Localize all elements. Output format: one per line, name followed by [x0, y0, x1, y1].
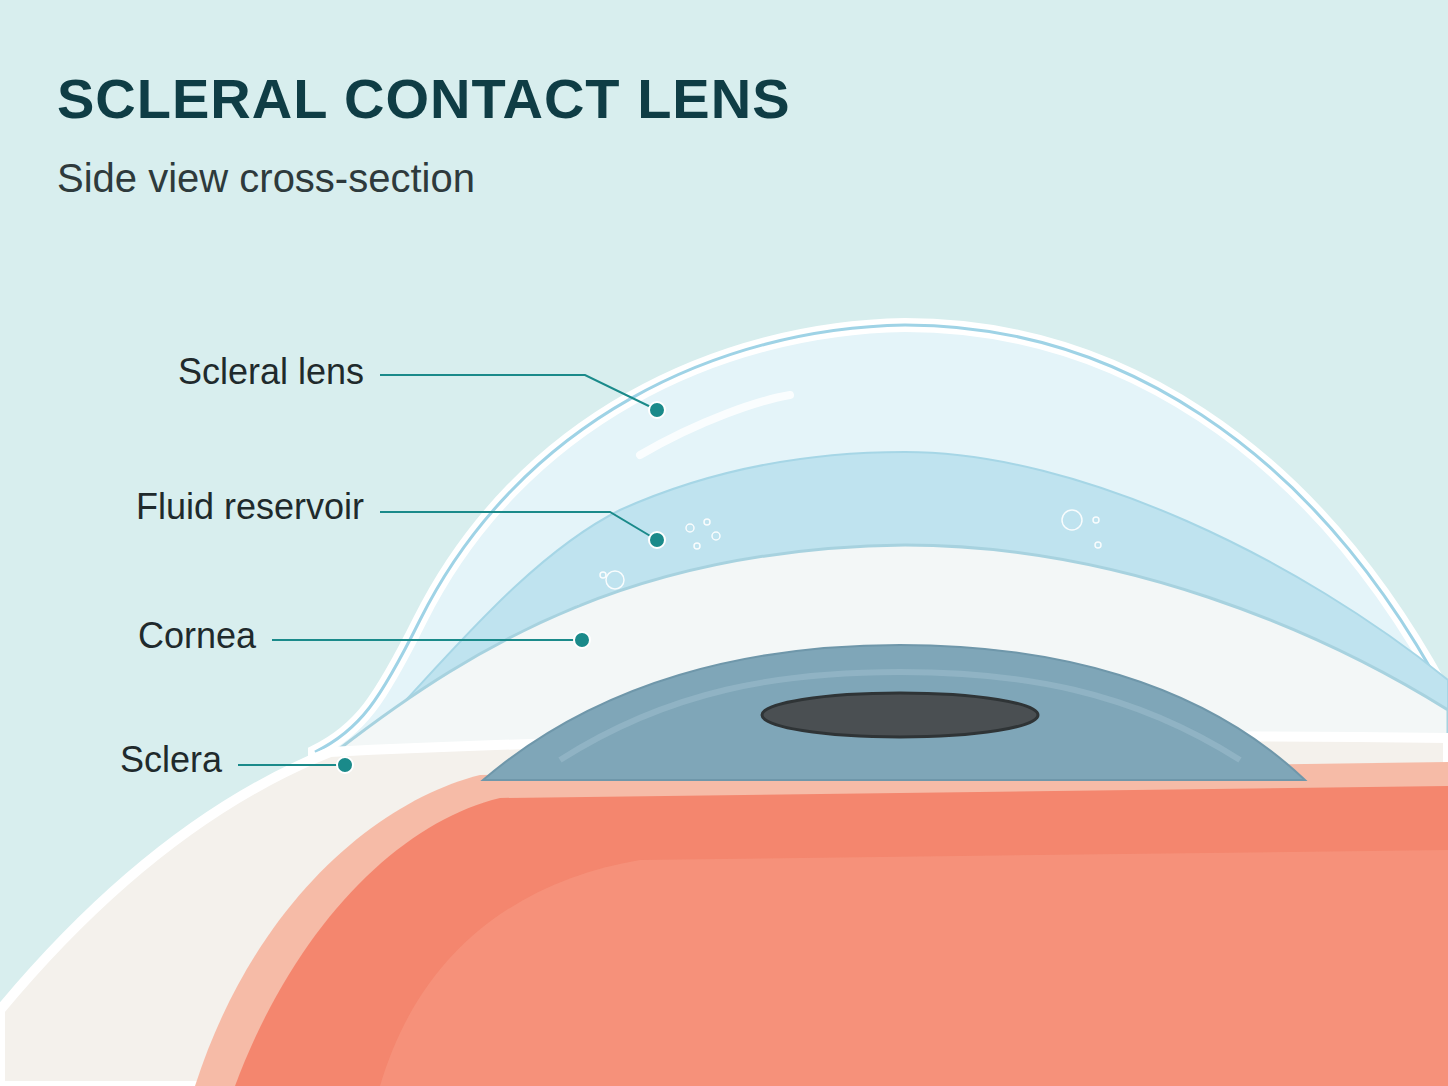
vitreous-shade	[380, 850, 1448, 1086]
part-label: Cornea	[138, 614, 256, 658]
iris	[483, 645, 1305, 780]
scleral-lens	[315, 325, 1448, 770]
leader-lines	[238, 375, 657, 765]
iris-inner	[560, 672, 1240, 760]
diagram-subtitle: Side view cross-section	[57, 156, 475, 201]
lens-highlight	[640, 395, 790, 455]
part-label: Scleral lens	[178, 350, 364, 394]
diagram-title: SCLERAL CONTACT LENS	[57, 66, 790, 131]
pupil	[762, 693, 1038, 737]
part-label: Fluid reservoir	[136, 485, 364, 529]
retina-interior	[235, 786, 1448, 1086]
sclera	[0, 736, 1448, 1086]
choroid	[195, 762, 1448, 1086]
leader-dots	[337, 402, 665, 773]
part-label: Sclera	[120, 738, 222, 782]
